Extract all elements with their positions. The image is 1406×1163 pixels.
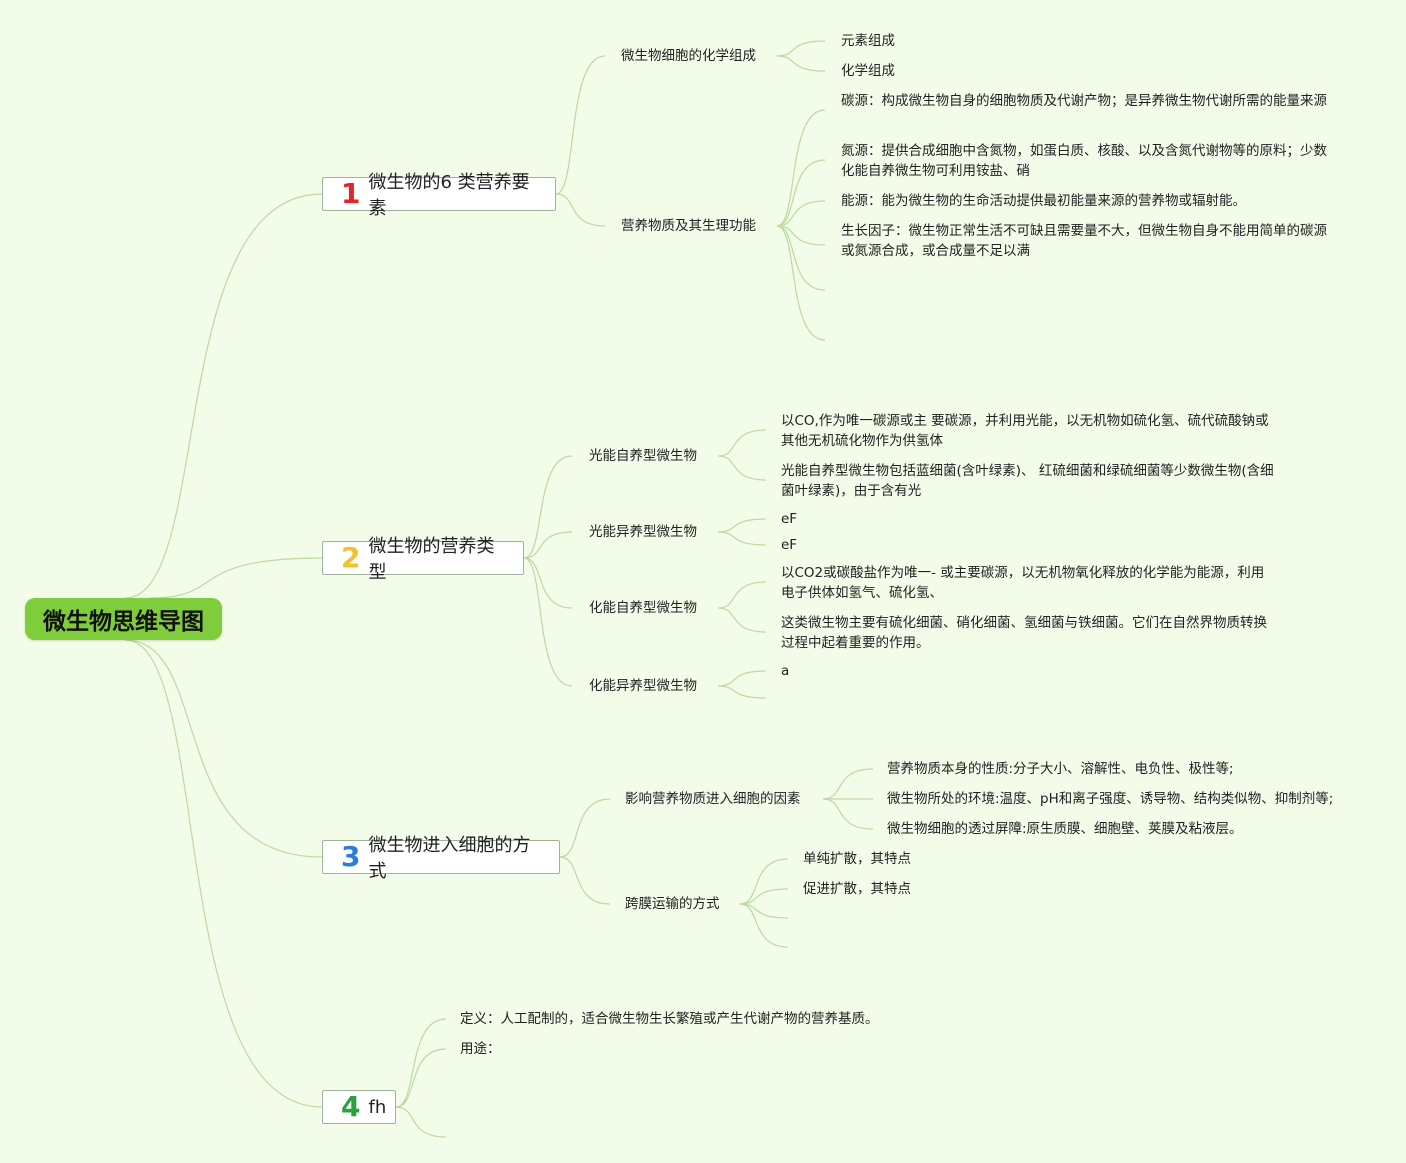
link-b2-sub2 — [523, 557, 573, 609]
subtopic-chemoheterotroph[interactable]: 化能异养型微生物 — [589, 678, 697, 694]
root-topic[interactable]: 微生物思维导图 — [25, 598, 222, 640]
leaf-growth-factor[interactable]: 生长因子：微生物正常生活不可缺且需要量不大，但微生物自身不能用简单的碳源或氮源合… — [841, 223, 1327, 259]
link-b1s0-leaf-0 — [776, 40, 826, 57]
link-b1s1-leaf-3 — [776, 225, 826, 246]
link-b4-leaf-1 — [395, 1048, 447, 1108]
leaf-photoheterotroph-2[interactable]: eF — [781, 537, 798, 553]
leaf-facilitated-diffusion[interactable]: 促进扩散，其特点 — [803, 881, 911, 897]
link-b3s1-leaf-0 — [739, 858, 789, 905]
link-b1s0-leaf-1 — [776, 55, 826, 72]
number-4-icon: 4 — [341, 1090, 361, 1123]
leaf-nitrogen-source[interactable]: 氮源：提供合成细胞中含氮物，如蛋白质、核酸、以及含氮代谢物等的原料；少数化能自养… — [841, 143, 1327, 179]
link-b2s2-leaf-0 — [717, 581, 767, 609]
subtopic-entry-factors[interactable]: 影响营养物质进入细胞的因素 — [625, 791, 801, 807]
leaf-medium-usage[interactable]: 用途： — [460, 1041, 501, 1057]
branch-3-topic[interactable]: 3 微生物进入细胞的方式 — [322, 835, 560, 882]
link-b3-sub1 — [559, 856, 611, 905]
link-b2-sub3 — [523, 557, 573, 687]
number-2-icon: 2 — [341, 541, 361, 574]
link-b1s1-leaf-4 — [776, 225, 826, 291]
link-root-branch-2 — [149, 557, 323, 599]
leaf-chemical-composition[interactable]: 化学组成 — [841, 63, 895, 79]
link-b1s1-leaf-5 — [776, 225, 826, 341]
link-b2s1-leaf-1 — [717, 531, 767, 546]
subtopic-photoheterotroph[interactable]: 光能异养型微生物 — [589, 524, 697, 540]
branch-2-label: 微生物的营养类型 — [368, 536, 495, 583]
link-b1s1-leaf-0 — [776, 109, 826, 227]
leaf-factor-barrier[interactable]: 微生物细胞的透过屏障:原生质膜、细胞壁、荚膜及粘液层。 — [887, 821, 1243, 837]
link-b4-leaf-0 — [395, 1018, 447, 1108]
link-b1-sub1 — [555, 193, 606, 227]
link-root-branch-3 — [124, 639, 323, 858]
leaf-carbon-source[interactable]: 碳源：构成微生物自身的细胞物质及代谢产物；是异养微生物代谢所需的能量来源 — [841, 93, 1327, 109]
link-root-branch-1 — [124, 193, 323, 599]
link-b2s0-leaf-0 — [717, 429, 767, 457]
branch-1-label: 微生物的6 类营养要素 — [368, 172, 530, 219]
subtopic-transport-modes[interactable]: 跨膜运输的方式 — [625, 896, 720, 912]
leaf-factor-environment[interactable]: 微生物所处的环境:温度、pH和离子强度、诱导物、结构类似物、抑制剂等; — [887, 791, 1334, 807]
subtopic-chemoautotroph[interactable]: 化能自养型微生物 — [589, 600, 697, 616]
link-b2-sub1 — [523, 531, 573, 559]
subtopic-photoautotroph[interactable]: 光能自养型微生物 — [589, 448, 697, 464]
leaf-energy-source[interactable]: 能源：能为微生物的生命活动提供最初能量来源的营养物或辐射能。 — [841, 193, 1246, 209]
link-b2s0-leaf-1 — [717, 455, 767, 481]
branch-1-topic[interactable]: 1 微生物的6 类营养要素 — [322, 172, 556, 219]
leaf-chemoheterotroph-1[interactable]: a — [781, 663, 790, 679]
link-b1-sub0 — [555, 55, 606, 195]
link-root-branch-4 — [124, 639, 323, 1108]
link-b2s3-leaf-0 — [717, 670, 767, 687]
root-title: 微生物思维导图 — [43, 609, 204, 635]
subtopic-chem-composition[interactable]: 微生物细胞的化学组成 — [621, 48, 756, 64]
link-b3s1-leaf-1 — [739, 888, 789, 905]
branch-4-topic[interactable]: 4 fh — [322, 1090, 396, 1124]
link-b2s2-leaf-1 — [717, 607, 767, 633]
link-b2s1-leaf-0 — [717, 518, 767, 533]
leaf-simple-diffusion[interactable]: 单纯扩散，其特点 — [803, 851, 911, 867]
leaf-chemoautotroph-2[interactable]: 这类微生物主要有硫化细菌、硝化细菌、氢细菌与铁细菌。它们在自然界物质转换过程中起… — [781, 615, 1267, 651]
number-1-icon: 1 — [341, 177, 361, 210]
leaf-chemoautotroph-1[interactable]: 以CO2或碳酸盐作为唯一- 或主要碳源，以无机物氧化释放的化学能为能源，利用电子… — [781, 565, 1265, 601]
link-b3s1-leaf-3 — [739, 903, 789, 948]
branch-3-label: 微生物进入细胞的方式 — [368, 835, 531, 882]
link-b3s0-leaf-0 — [822, 768, 874, 800]
link-b2s3-leaf-1 — [717, 685, 767, 699]
leaf-photoheterotroph-1[interactable]: eF — [781, 511, 798, 527]
link-b1s1-leaf-2 — [776, 200, 826, 227]
leaf-photoautotroph-1[interactable]: 以CO,作为唯一碳源或主 要碳源，并利用光能，以无机物如硫化氢、硫代硫酸钠或其他… — [781, 413, 1269, 449]
link-b3-sub0 — [559, 798, 611, 858]
link-b2-sub0 — [523, 455, 573, 559]
link-b3s0-leaf-2 — [822, 798, 874, 830]
leaf-element-composition[interactable]: 元素组成 — [841, 33, 895, 49]
leaf-medium-definition[interactable]: 定义：人工配制的，适合微生物生长繁殖或产生代谢产物的营养基质。 — [460, 1011, 879, 1027]
number-3-icon: 3 — [341, 840, 361, 873]
subtopic-nutrients-function[interactable]: 营养物质及其生理功能 — [621, 218, 756, 234]
link-b4-leaf-2 — [395, 1106, 447, 1138]
branch-2-topic[interactable]: 2 微生物的营养类型 — [322, 536, 524, 583]
branch-4-label: fh — [368, 1096, 387, 1118]
leaf-photoautotroph-2[interactable]: 光能自养型微生物包括蓝细菌(含叶绿素)、 红硫细菌和绿硫细菌等少数微生物(含细菌… — [781, 463, 1274, 499]
link-b1s1-leaf-1 — [776, 159, 826, 227]
leaf-factor-nutrient-property[interactable]: 营养物质本身的性质:分子大小、溶解性、电负性、极性等; — [887, 761, 1234, 777]
